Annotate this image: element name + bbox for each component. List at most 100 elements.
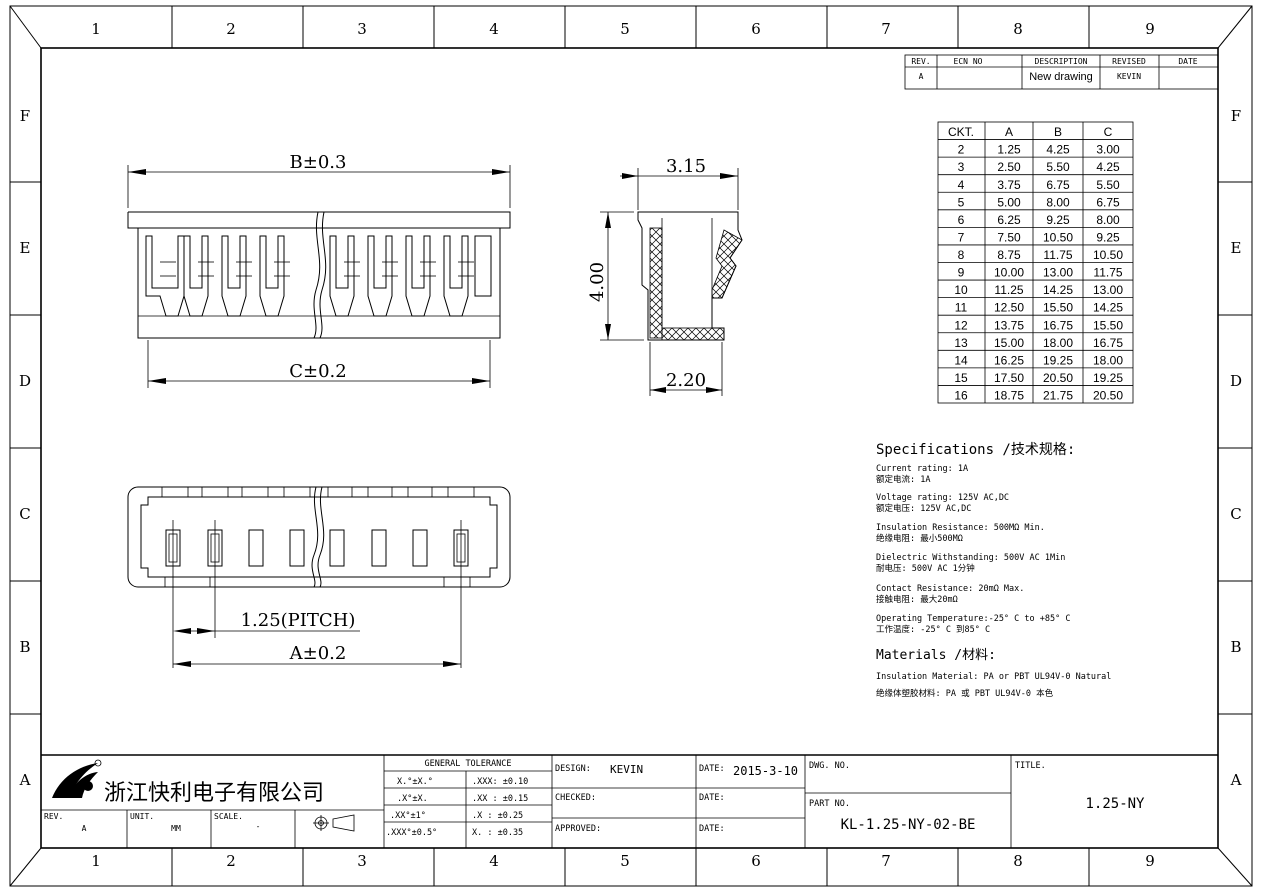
table-cell: 14.25 <box>1043 283 1073 297</box>
part-no-label: PART NO. <box>809 799 850 809</box>
table-cell: 9 <box>958 266 965 280</box>
drawing-title: 1.25-NY <box>1085 796 1145 812</box>
table-cell: 5.50 <box>1096 178 1120 192</box>
row-label: D <box>1230 372 1242 390</box>
table-cell: 3.75 <box>997 178 1021 192</box>
table-cell: 18.00 <box>1043 336 1073 350</box>
col-label: 4 <box>489 20 499 38</box>
front-view: B±0.3 C±0.2 <box>127 152 511 388</box>
row-label: B <box>19 638 30 656</box>
title-label: TITLE. <box>1015 761 1046 771</box>
revised-header: REVISED <box>1112 57 1146 66</box>
table-cell: 1.25 <box>997 143 1021 157</box>
row-label: E <box>20 239 31 257</box>
dwg-no-label: DWG. NO. <box>809 761 850 771</box>
spec-line: Current rating: 1A <box>876 464 968 474</box>
dim-400-label: 4.00 <box>587 262 608 302</box>
dim-a-label: A±0.2 <box>289 643 347 664</box>
col-label: 3 <box>357 20 367 38</box>
table-cell: 13.00 <box>1093 283 1123 297</box>
col-label: 1 <box>91 852 101 870</box>
col-label: 6 <box>751 20 761 38</box>
col-label: 4 <box>489 852 499 870</box>
tol-angle: .XXX°±0.5° <box>386 828 437 838</box>
scale-value: - <box>256 822 261 831</box>
date-header: DATE <box>1178 57 1197 66</box>
table-cell: 18.75 <box>994 389 1024 403</box>
col-label: 6 <box>751 852 761 870</box>
pitch-label: 1.25(PITCH) <box>241 610 356 631</box>
tol-angle: .X°±X. <box>397 794 428 804</box>
col-label: 5 <box>620 20 630 38</box>
table-cell: 7 <box>958 230 965 244</box>
table-header-cell: A <box>1005 125 1013 139</box>
table-cell: 5.50 <box>1046 160 1070 174</box>
spec-line: Operating Temperature:-25° C to +85° C <box>876 614 1070 624</box>
table-cell: 6.75 <box>1046 178 1070 192</box>
spec-line: Voltage rating: 125V AC,DC <box>876 493 1009 503</box>
col-label: 3 <box>357 852 367 870</box>
dim-315-label: 3.15 <box>666 156 706 177</box>
table-cell: 10.00 <box>994 266 1024 280</box>
table-cell: 13.00 <box>1043 266 1073 280</box>
table-cell: 4.25 <box>1096 160 1120 174</box>
table-cell: 8.00 <box>1096 213 1120 227</box>
revised-value: KEVIN <box>1117 72 1141 81</box>
col-label: 5 <box>620 852 630 870</box>
row-label: F <box>1231 107 1241 125</box>
table-cell: 4 <box>958 178 965 192</box>
rev-value: A <box>82 824 87 833</box>
tol-angle: .XX°±1° <box>390 811 426 821</box>
col-label: 9 <box>1145 852 1155 870</box>
table-cell: 7.50 <box>997 230 1021 244</box>
corner-marks <box>9 5 1253 887</box>
table-cell: 19.25 <box>1093 371 1123 385</box>
table-cell: 11.75 <box>1043 248 1072 262</box>
spec-line: Dielectric Withstanding: 500V AC 1Min <box>876 553 1065 563</box>
col-label: 7 <box>881 852 891 870</box>
description-header: DESCRIPTION <box>1035 57 1088 66</box>
table-cell: 5.00 <box>997 195 1021 209</box>
rev-value: A <box>919 72 924 81</box>
table-cell: 13.75 <box>994 318 1024 332</box>
table-cell: 15.50 <box>1093 318 1123 332</box>
table-cell: 20.50 <box>1043 371 1073 385</box>
dim-220-label: 2.20 <box>666 370 706 391</box>
outer-frame <box>9 5 1253 887</box>
designer-name: KEVIN <box>610 763 643 776</box>
spec-line-cn: 额定电压: 125V AC,DC <box>876 503 971 514</box>
scale-label: SCALE. <box>214 812 243 821</box>
projection-symbol-icon <box>313 814 355 832</box>
description-value: New drawing <box>1029 71 1093 83</box>
table-cell: 9.25 <box>1096 230 1120 244</box>
date-label: DATE: <box>699 793 725 803</box>
spec-line-cn: 接触电阻: 最大20mΩ <box>876 594 958 605</box>
table-cell: 16.25 <box>994 353 1024 367</box>
table-cell: 14.25 <box>1093 301 1123 315</box>
spec-line: Insulation Resistance: 500MΩ Min. <box>876 523 1045 533</box>
table-cell: 3.00 <box>1096 143 1120 157</box>
company-logo-icon <box>52 759 102 798</box>
row-ticks <box>10 181 1252 715</box>
table-cell: 2.50 <box>997 160 1021 174</box>
date-label: DATE: <box>699 824 725 834</box>
table-cell: 15 <box>954 371 968 385</box>
row-label: D <box>19 372 31 390</box>
table-cell: 16 <box>954 389 968 403</box>
design-date: 2015-3-10 <box>733 764 798 778</box>
table-cell: 19.25 <box>1043 353 1073 367</box>
table-cell: 12 <box>954 318 968 332</box>
col-label: 9 <box>1145 20 1155 38</box>
table-cell: 10.50 <box>1043 230 1073 244</box>
table-cell: 12.50 <box>994 301 1024 315</box>
tol-linear: .XXX: ±0.10 <box>472 777 528 787</box>
revision-block: REV. ECN NO DESCRIPTION REVISED DATE A K… <box>904 54 1219 90</box>
col-label: 2 <box>226 852 236 870</box>
material-line: Insulation Material: PA or PBT UL94V-0 N… <box>876 672 1111 682</box>
table-cell: 13 <box>954 336 968 350</box>
top-view: 1.25(PITCH) A±0.2 <box>127 486 511 668</box>
row-label: F <box>20 107 30 125</box>
specs-title: Specifications /技术规格: <box>876 442 1075 458</box>
table-cell: 9.25 <box>1046 213 1070 227</box>
